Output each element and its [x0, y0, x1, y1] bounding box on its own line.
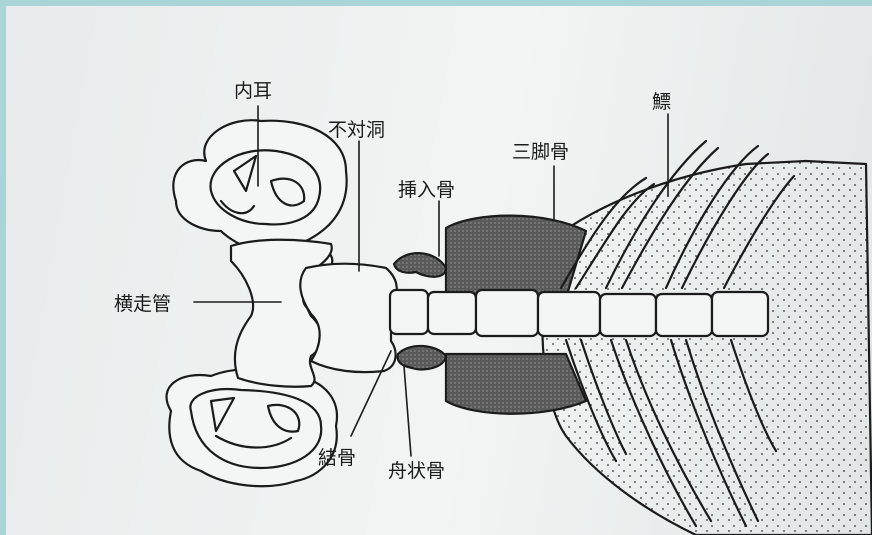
label-scaphium: 舟状骨 — [388, 460, 445, 482]
sinus-impar — [300, 264, 396, 372]
vertebra-2 — [428, 292, 476, 334]
label-inner-ear: 内耳 — [234, 80, 272, 102]
vertebra-6 — [656, 294, 712, 336]
label-intercalarium: 挿入骨 — [398, 179, 455, 201]
weberian-apparatus-diagram: 内耳 不対洞 挿入骨 三脚骨 鰾 横走管 結骨 舟状骨 — [6, 6, 872, 535]
figure-page: 内耳 不対洞 挿入骨 三脚骨 鰾 横走管 結骨 舟状骨 — [6, 6, 872, 535]
vertebra-4 — [538, 292, 600, 336]
label-sinus-impar: 不対洞 — [328, 119, 385, 141]
tripus-mass — [446, 216, 586, 298]
label-rib: 鰾 — [652, 91, 671, 113]
label-tripus: 三脚骨 — [512, 141, 569, 163]
swim-bladder — [542, 161, 872, 535]
claustrum-ossicle — [398, 346, 446, 370]
vertebra-3 — [476, 290, 538, 336]
vertebra-1 — [390, 290, 428, 334]
label-claustrum: 結骨 — [318, 447, 356, 469]
tripus-mass-lower — [446, 354, 586, 414]
scaphium-ossicle — [394, 253, 446, 277]
vertebra-5 — [600, 294, 656, 336]
vertebra-7 — [712, 292, 768, 336]
label-transverse-canal: 横走管 — [114, 293, 171, 315]
